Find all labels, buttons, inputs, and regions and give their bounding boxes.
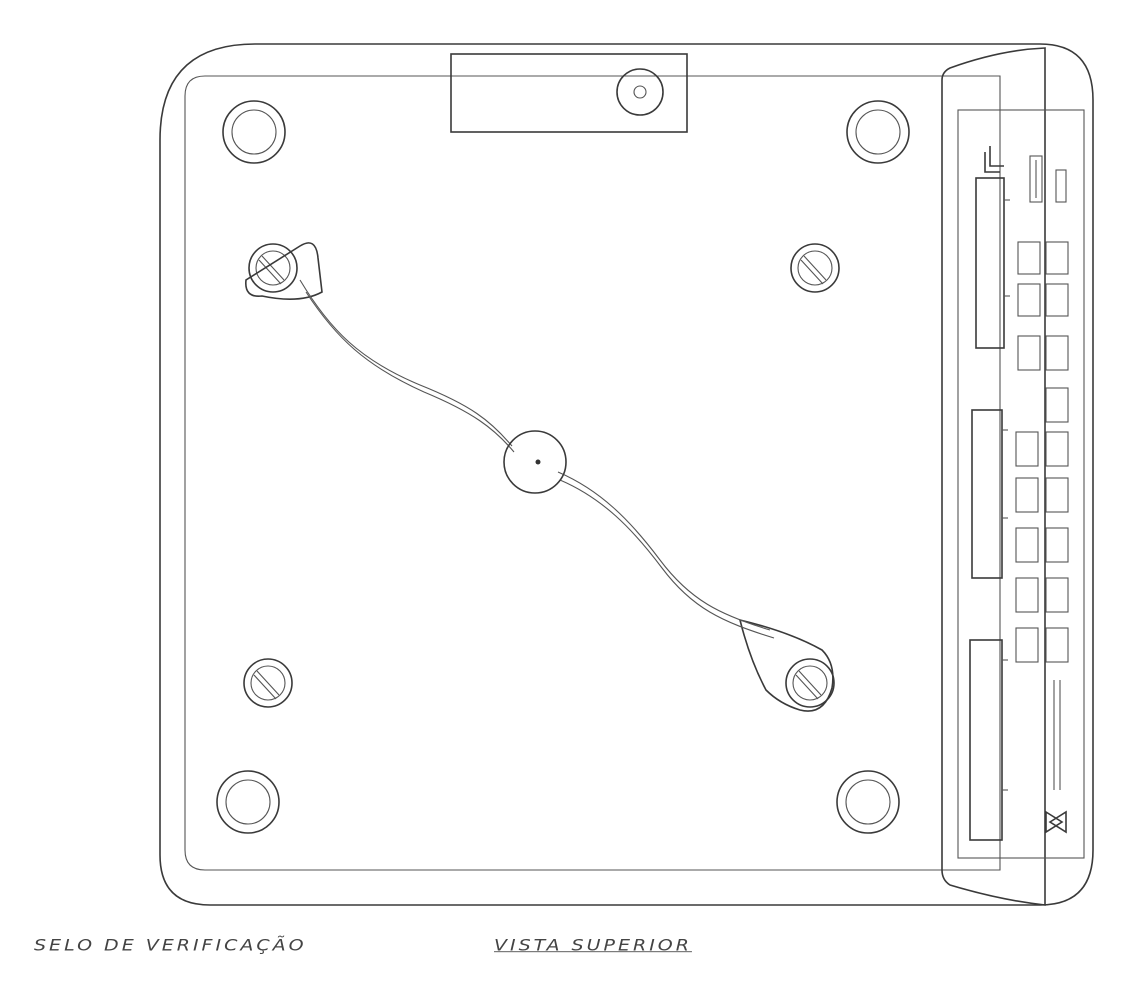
foot-bottom-right: [836, 770, 900, 834]
view-caption: VISTA SUPERIOR: [494, 936, 692, 955]
platform-outline: [184, 75, 1001, 871]
key-n1: [1015, 431, 1039, 467]
control-panel-outline: [941, 47, 1046, 906]
key-f1: [1017, 241, 1041, 275]
display-unit-price: [971, 409, 1003, 579]
key-n3: [1015, 477, 1039, 513]
key-f7: [1045, 387, 1069, 423]
seal-lead-center: [535, 459, 541, 465]
key-n10: [1045, 627, 1069, 663]
key-f4: [1045, 283, 1069, 317]
foot-top-left: [222, 100, 286, 164]
brand-logo-mark: [984, 146, 1004, 173]
seal-wire-upper-b: [305, 291, 515, 453]
key-f5: [1017, 335, 1041, 371]
key-f6: [1045, 335, 1069, 371]
seal-lead: [503, 430, 567, 494]
key-n4: [1045, 477, 1069, 513]
display-weight: [975, 177, 1005, 349]
foot-top-right: [846, 100, 910, 164]
screw-upper-right: [790, 243, 840, 293]
key-n7: [1015, 577, 1039, 613]
key-n9: [1015, 627, 1039, 663]
display-total: [969, 639, 1003, 841]
key-f2: [1045, 241, 1069, 275]
key-f3: [1017, 283, 1041, 317]
screw-upper-left: [248, 243, 298, 293]
seal-tab-upper: [245, 242, 323, 300]
key-n2: [1045, 431, 1069, 467]
seal-wire-upper-a: [299, 279, 513, 447]
key-n6: [1045, 527, 1069, 563]
seal-wire-lower-a: [557, 471, 771, 631]
clamp-screw-outer: [616, 68, 664, 116]
seal-tab-lower: [738, 618, 834, 712]
seal-wire-lower-b: [559, 479, 775, 639]
top-clamp-plate: [450, 53, 688, 133]
screw-lower-right: [785, 658, 835, 708]
foot-bottom-left: [216, 770, 280, 834]
outer-body-outline: [159, 43, 1094, 906]
function-keys: [1017, 241, 1069, 423]
brand-strip: [1045, 680, 1067, 834]
clamp-screw-inner: [633, 85, 647, 99]
screw-lower-left: [243, 658, 293, 708]
seal-caption: SELO DE VERIFICAÇÃO: [34, 936, 307, 955]
brand-label-mark: [1029, 155, 1067, 203]
key-n8: [1045, 577, 1069, 613]
control-panel-frame: [957, 109, 1085, 859]
key-n5: [1015, 527, 1039, 563]
numeric-keypad: [1015, 431, 1069, 663]
